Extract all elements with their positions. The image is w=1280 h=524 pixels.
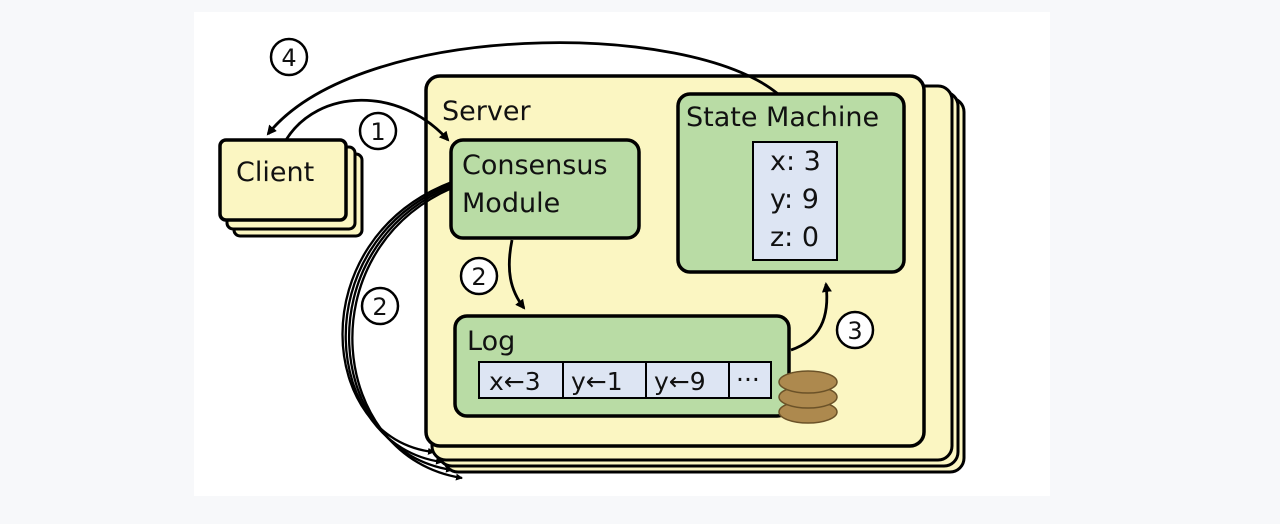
arrow-step-3 xyxy=(790,282,832,352)
step-1-circle xyxy=(358,111,398,151)
state-machine-entry: x: 3 xyxy=(770,146,821,177)
step-4-number: 4 xyxy=(281,44,296,72)
state-machine-entry: y: 9 xyxy=(770,184,819,215)
step-markers: 1 4 2 2 3 xyxy=(269,37,875,350)
arrow-step-4 xyxy=(266,41,779,136)
log-entries: x←3 y←1 y←9 ··· xyxy=(478,361,772,399)
log-entry-cell xyxy=(562,361,647,399)
log-label: Log xyxy=(467,326,515,357)
arrow-step-2-replicate xyxy=(341,180,453,455)
client-stack xyxy=(218,138,364,238)
consensus-module-label-line1: Consensus xyxy=(462,150,608,181)
state-machine-values-box xyxy=(752,141,838,261)
disk-storage-icon xyxy=(778,370,838,424)
arrow-step-2-replicate xyxy=(347,184,453,473)
step-3-circle xyxy=(835,310,875,350)
client-box xyxy=(218,138,348,222)
step-4-circle xyxy=(269,37,309,77)
consensus-module-label-line2: Module xyxy=(462,188,560,219)
log-entry-text: y←9 xyxy=(654,367,706,396)
state-machine-entry: z: 0 xyxy=(770,222,819,253)
arrow-step-2-replicate xyxy=(344,182,453,465)
log-entry-text: x←3 xyxy=(489,367,541,396)
log-entry-text: y←1 xyxy=(571,367,623,396)
arrow-step-2-local xyxy=(507,239,526,310)
state-machine-label: State Machine xyxy=(686,102,879,133)
log-entry-text: ··· xyxy=(736,365,760,394)
arrow-step-2-replicate xyxy=(351,186,463,481)
step-1-number: 1 xyxy=(370,118,385,146)
step-2-circle xyxy=(459,256,499,296)
arrow-step-1 xyxy=(284,98,450,142)
step-2-number: 2 xyxy=(471,263,486,291)
server-label: Server xyxy=(442,96,531,127)
log-entry-cell xyxy=(728,361,772,399)
flow-arrows xyxy=(266,41,832,481)
client-label: Client xyxy=(236,157,314,188)
step-2-replicate-circle xyxy=(360,286,400,326)
step-3-number: 3 xyxy=(847,317,862,345)
step-2-replicate-number: 2 xyxy=(372,293,387,321)
